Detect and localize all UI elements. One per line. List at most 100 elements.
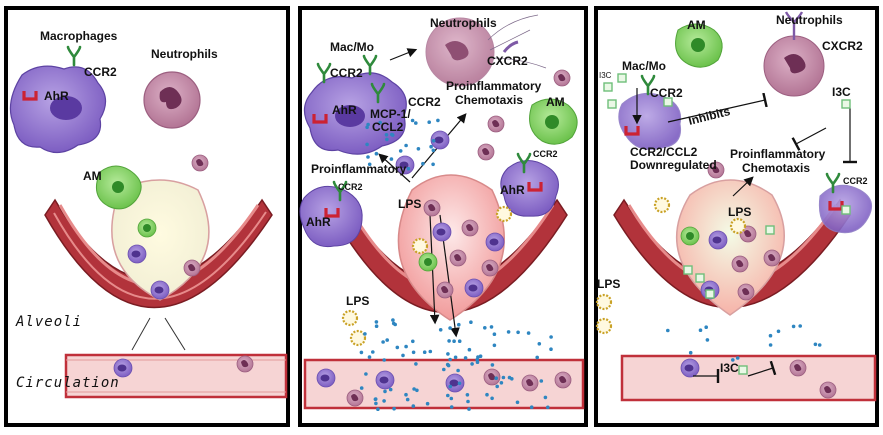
- cytokine-dot: [404, 392, 408, 397]
- label-circulation: Circulation: [16, 375, 120, 391]
- cytokine-dot: [414, 362, 418, 366]
- cytokine-dot: [371, 350, 375, 354]
- cytokine-dot: [446, 352, 450, 356]
- cytokine-dot: [438, 328, 443, 332]
- cytokine-dot: [359, 386, 364, 390]
- cytokine-dot: [395, 345, 400, 350]
- cytokine-dot: [476, 355, 480, 359]
- cytokine-dot: [535, 355, 539, 360]
- cytokine-dot: [365, 125, 369, 130]
- cytokine-dot: [428, 349, 433, 354]
- cytokine-dot: [456, 368, 460, 373]
- cytokine-dot: [768, 333, 773, 338]
- cytokine-dot: [466, 399, 470, 404]
- cytokine-dot: [495, 384, 500, 389]
- label-mac-mo: Mac/Mo: [330, 40, 375, 54]
- cytokine-dot: [467, 347, 472, 352]
- label-am: AM: [687, 18, 706, 32]
- cytokine-dot: [449, 396, 454, 401]
- label-downregulated: Downregulated: [630, 158, 717, 172]
- cytokine-dot: [448, 326, 452, 330]
- cytokine-dot: [457, 339, 462, 344]
- cytokine-dot: [490, 396, 494, 401]
- cytokine-dot: [452, 339, 456, 344]
- cytokine-dot: [425, 401, 430, 406]
- label-ccr2: CCR2: [338, 182, 363, 192]
- cytokine-dot: [363, 332, 367, 336]
- cytokine-dot: [366, 122, 370, 127]
- cytokine-dot: [492, 332, 497, 337]
- cytokine-dot: [494, 376, 499, 381]
- cytokine-dot: [365, 142, 369, 147]
- cytokine-dot: [378, 120, 383, 125]
- label-i3c: I3C: [599, 71, 612, 80]
- cytokine-dot: [414, 121, 418, 125]
- cytokine-dot: [445, 362, 450, 367]
- cytokine-dot: [367, 355, 372, 359]
- cytokine-dot: [537, 342, 542, 346]
- cytokine-dot: [385, 137, 389, 142]
- label-mac-mo: Mac/Mo: [622, 59, 667, 73]
- cytokine-dot: [469, 320, 473, 325]
- label-ccr2: CCR2: [533, 149, 558, 159]
- cytokine-dot: [817, 343, 822, 347]
- cytokine-dot: [798, 324, 802, 328]
- cytokine-dot: [776, 329, 781, 334]
- cytokine-dot: [453, 355, 458, 360]
- label-ccr2: CCR2: [650, 86, 683, 100]
- label-am: AM: [546, 95, 565, 109]
- cytokine-dot: [470, 362, 474, 366]
- label-ccr2: CCR2: [330, 66, 363, 80]
- label-proinflammatory: Proinflammatory: [446, 79, 542, 93]
- cytokine-dot: [412, 387, 416, 391]
- label-macrophages: Macrophages: [40, 29, 118, 43]
- cytokine-dot: [401, 353, 405, 358]
- cytokine-dot: [359, 350, 364, 355]
- cytokine-dot: [489, 325, 494, 329]
- cytokine-dot: [384, 133, 389, 137]
- cytokine-dot: [791, 324, 796, 329]
- cytokine-dot: [515, 400, 520, 405]
- cytokine-dot: [389, 157, 394, 161]
- cytokine-dot: [546, 405, 550, 410]
- cytokine-dot: [406, 166, 411, 171]
- cytokine-dot: [688, 350, 693, 355]
- label-neutrophils: Neutrophils: [151, 47, 218, 61]
- label-ccr2: CCR2: [408, 95, 441, 109]
- cytokine-dot: [526, 331, 531, 335]
- cytokine-dot: [768, 343, 773, 347]
- cytokine-dot: [666, 328, 670, 333]
- cytokine-dot: [431, 162, 435, 167]
- label-ccr2-ccl2: CCR2/CCL2: [630, 145, 698, 159]
- cytokine-dot: [374, 151, 379, 156]
- blood-vessel: [620, 354, 877, 402]
- cytokine-dot: [539, 379, 544, 383]
- label-neutrophils: Neutrophils: [776, 13, 843, 27]
- cytokine-dots: [359, 118, 553, 412]
- cytokine-dot: [415, 388, 419, 393]
- cytokine-dot: [463, 356, 468, 360]
- cytokine-dot: [529, 405, 534, 410]
- cytokine-dot: [549, 347, 553, 352]
- cytokine-dot: [421, 161, 425, 166]
- cytokine-dot: [431, 148, 436, 153]
- panel3-art: [595, 11, 877, 402]
- cytokine-dot: [405, 397, 410, 402]
- cytokine-dot: [383, 389, 387, 394]
- cytokine-dot: [411, 350, 416, 355]
- cytokine-dot: [499, 381, 504, 385]
- cytokine-dot: [410, 118, 415, 123]
- cytokine-dot: [467, 407, 471, 411]
- cytokine-dot: [705, 338, 710, 342]
- cytokine-dot: [449, 405, 454, 409]
- label-ccr2: CCR2: [84, 65, 117, 79]
- cytokine-dot: [381, 340, 385, 344]
- cytokine-dot: [422, 350, 427, 355]
- label-ahr: AhR: [44, 89, 69, 103]
- cytokine-dot: [492, 343, 497, 348]
- label-i3c: I3C: [832, 85, 851, 99]
- cytokine-dot: [448, 357, 452, 362]
- cytokine-dot: [392, 406, 396, 411]
